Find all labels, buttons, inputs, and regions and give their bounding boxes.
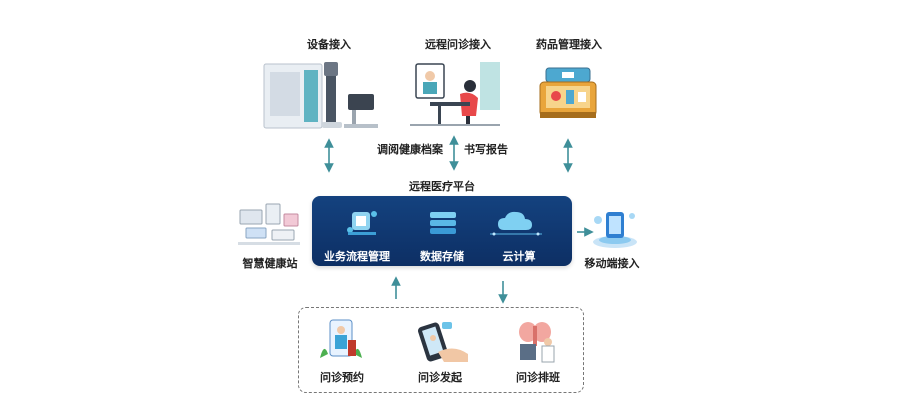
cloud-computing-icon (490, 211, 542, 236)
consult-booking-label: 问诊预约 (320, 371, 364, 384)
consult-schedule-label: 问诊排班 (516, 371, 560, 384)
remote-consult-icon (410, 62, 500, 126)
consult-booking-icon (320, 319, 362, 358)
consult-initiate-icon (418, 322, 468, 362)
medicine-box-icon (539, 67, 597, 118)
mobile-access-icon (593, 212, 637, 248)
consultation-group-box (298, 307, 584, 393)
write-report-label: 书写报告 (464, 143, 508, 156)
business-process-icon (347, 211, 377, 235)
consult-schedule-icon (519, 322, 555, 363)
mobile-access-label: 移动端接入 (584, 257, 640, 270)
platform-title: 远程医疗平台 (409, 180, 475, 193)
device-access-label: 设备接入 (307, 38, 351, 51)
smart-health-station-label: 智慧健康站 (242, 257, 298, 270)
consult-initiate-label: 问诊发起 (418, 371, 462, 384)
business-process-label: 业务流程管理 (324, 250, 390, 263)
data-storage-label: 数据存储 (420, 250, 464, 263)
drug-management-access-label: 药品管理接入 (536, 38, 602, 51)
remote-medical-platform-panel: 业务流程管理 数据存储 云计算 (312, 196, 572, 266)
smart-health-station-icon (238, 203, 300, 245)
data-storage-icon (430, 212, 456, 234)
cloud-computing-label: 云计算 (502, 250, 536, 263)
view-health-records-label: 调阅健康档案 (377, 143, 443, 156)
remote-consult-access-label: 远程问诊接入 (425, 38, 491, 51)
medical-kiosk-icon (263, 62, 378, 129)
